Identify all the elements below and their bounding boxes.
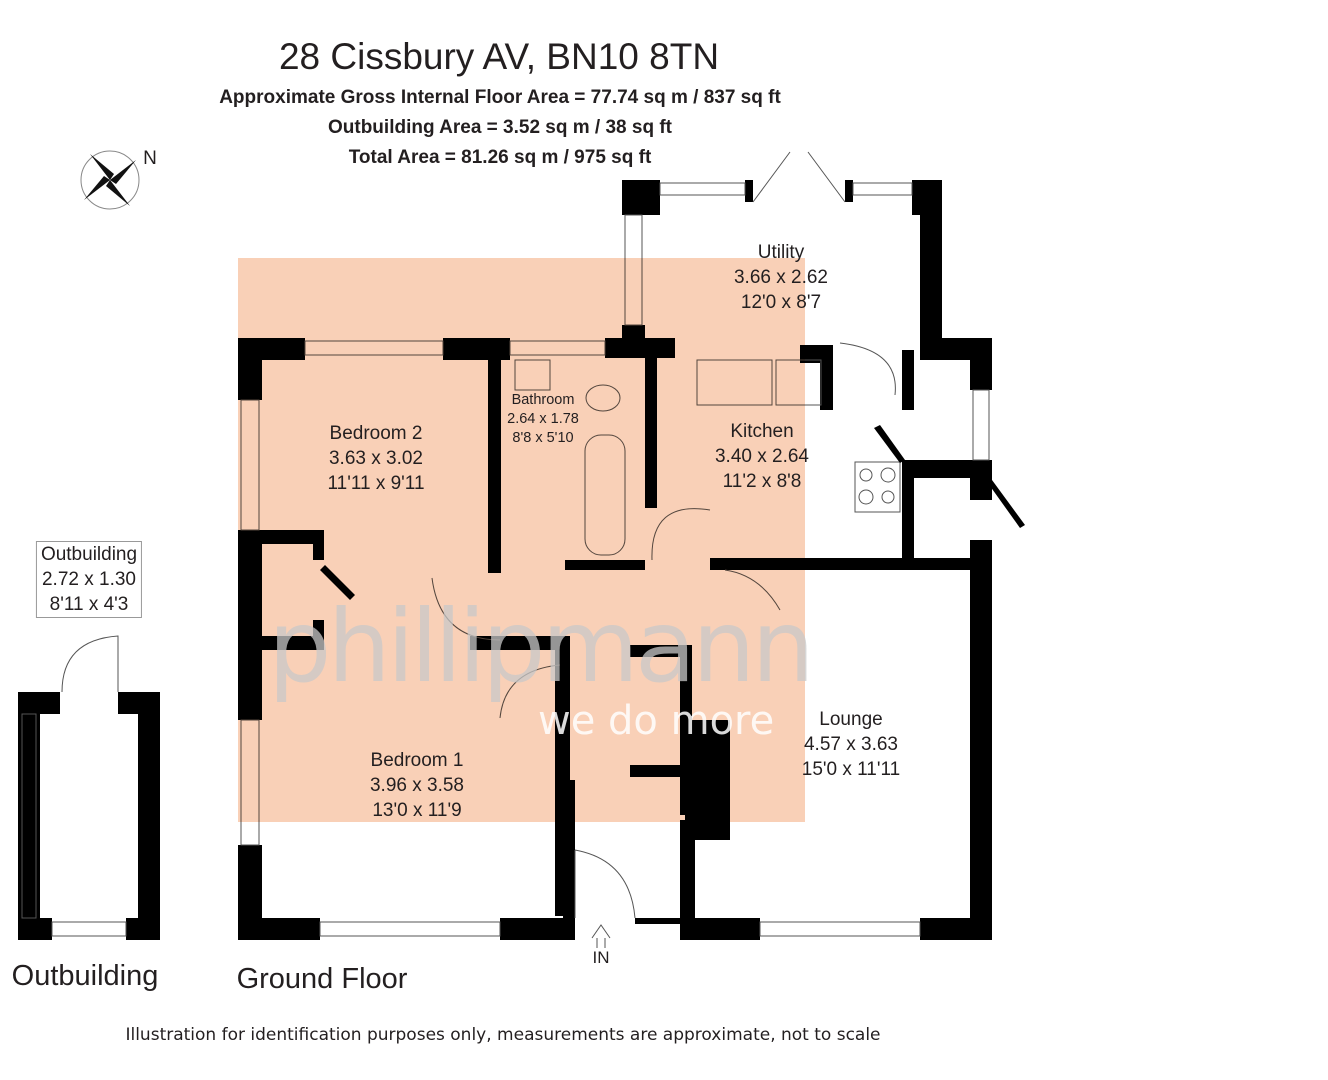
room-name: Outbuilding	[40, 544, 138, 565]
room-name: Bathroom	[511, 392, 575, 408]
total-area: Total Area = 81.26 sq m / 975 sq ft	[348, 147, 652, 168]
room-imperial: 11'2 x 8'8	[722, 471, 802, 492]
room-imperial: 8'8 x 5'10	[512, 430, 574, 446]
room-imperial: 8'11 x 4'3	[49, 594, 129, 615]
room-metric: 4.57 x 3.63	[803, 734, 899, 755]
gross-area: Approximate Gross Internal Floor Area = …	[219, 87, 781, 108]
compass-north-label: N	[143, 148, 157, 169]
entrance-label: IN	[592, 948, 610, 967]
room-name: Bedroom 2	[329, 423, 423, 444]
room-metric: 2.72 x 1.30	[41, 569, 137, 590]
room-metric: 2.64 x 1.78	[507, 411, 579, 427]
room-imperial: 11'11 x 9'11	[327, 473, 425, 494]
floor-label-ground: Ground Floor	[236, 963, 408, 995]
room-kitchen: Kitchen 3.40 x 2.64 11'2 x 8'8	[715, 419, 809, 494]
highlight-overlay	[238, 258, 805, 822]
disclaimer: Illustration for identification purposes…	[125, 1025, 881, 1045]
room-metric: 3.40 x 2.64	[714, 446, 810, 467]
entrance-arrow-icon	[591, 924, 611, 948]
outbuilding-area: Outbuilding Area = 3.52 sq m / 38 sq ft	[327, 117, 673, 138]
room-lounge: Lounge 4.57 x 3.63 15'0 x 11'11	[802, 707, 900, 782]
room-bathroom: Bathroom 2.64 x 1.78 8'8 x 5'10	[507, 391, 579, 448]
watermark-tagline: we do more	[538, 698, 775, 744]
room-outbuilding: Outbuilding 2.72 x 1.30 8'11 x 4'3	[35, 541, 143, 618]
room-bedroom-1: Bedroom 1 3.96 x 3.58 13'0 x 11'9	[370, 748, 464, 823]
room-name: Kitchen	[730, 421, 794, 442]
floor-label-outbuilding: Outbuilding	[11, 960, 159, 992]
compass-rose-icon	[80, 150, 140, 210]
room-metric: 3.63 x 3.02	[328, 448, 424, 469]
room-name: Utility	[757, 242, 805, 263]
property-address: 28 Cissbury AV, BN10 8TN	[278, 36, 720, 77]
room-name: Bedroom 1	[370, 750, 464, 771]
room-utility: Utility 3.66 x 2.62 12'0 x 8'7	[734, 240, 828, 315]
room-bedroom-2: Bedroom 2 3.63 x 3.02 11'11 x 9'11	[327, 421, 424, 496]
room-imperial: 15'0 x 11'11	[801, 759, 901, 780]
room-imperial: 13'0 x 11'9	[372, 800, 462, 821]
watermark-brand: phillipmann	[268, 588, 815, 705]
room-metric: 3.66 x 2.62	[733, 267, 829, 288]
room-name: Lounge	[819, 709, 883, 730]
room-metric: 3.96 x 3.58	[369, 775, 465, 796]
room-imperial: 12'0 x 8'7	[740, 292, 822, 313]
